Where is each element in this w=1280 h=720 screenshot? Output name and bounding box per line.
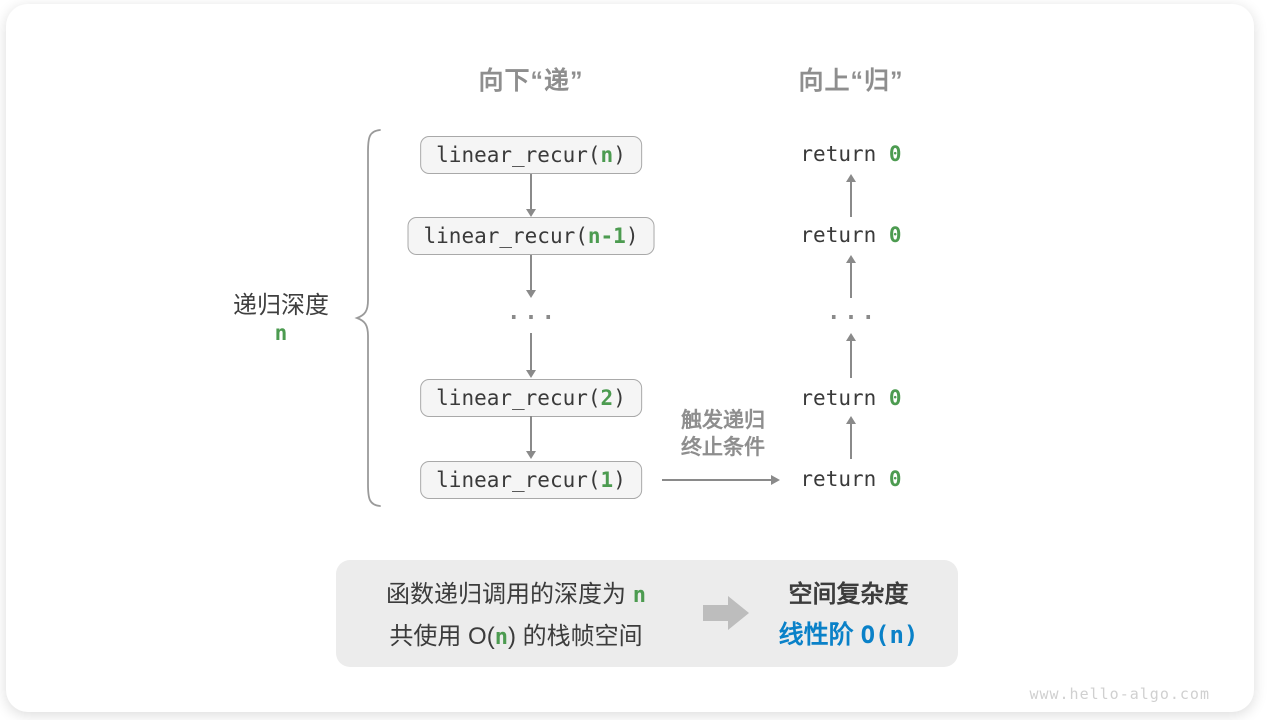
result-label: 线性阶 xyxy=(778,621,861,649)
call-box-n: linear_recur(n) xyxy=(420,136,642,174)
return-statement: return 0 xyxy=(800,385,901,411)
space-complexity-result: 线性阶 O(n) xyxy=(751,615,946,656)
summary-left-text: 函数递归调用的深度为 n 共使用 O(n) 的栈帧空间 xyxy=(346,574,686,658)
return-value: 0 xyxy=(888,386,902,410)
header-downward-recurse: 向下“递” xyxy=(478,67,584,95)
code-arg: n-1 xyxy=(587,224,626,248)
return-value: 0 xyxy=(888,467,902,491)
up-arrow xyxy=(846,416,856,459)
code-text: linear_recur( xyxy=(436,386,601,410)
summary-line1-text: 函数递归调用的深度为 xyxy=(386,581,633,608)
return-value: 0 xyxy=(888,142,902,166)
ellipsis-left: ... xyxy=(507,300,559,325)
code-text: return xyxy=(800,142,889,166)
header-upward-return: 向上“归” xyxy=(798,67,904,95)
call-box-2: linear_recur(2) xyxy=(420,379,642,417)
summary-line2: 共使用 O(n) 的栈帧空间 xyxy=(346,616,686,658)
call-box-1: linear_recur(1) xyxy=(420,461,642,499)
code-text: ) xyxy=(613,468,626,492)
code-text: return xyxy=(800,467,889,491)
summary-line2-pre: 共使用 O( xyxy=(389,623,495,650)
space-complexity-title: 空间复杂度 xyxy=(788,581,909,608)
code-text: ) xyxy=(625,224,639,248)
code-text: return xyxy=(800,386,889,410)
code-text: linear_recur( xyxy=(436,468,601,492)
down-arrow xyxy=(526,255,536,298)
up-arrow xyxy=(846,255,856,298)
return-statement: return 0 xyxy=(800,222,901,248)
summary-line2-var: n xyxy=(494,625,508,650)
diagram-card: 向下“递” 向上“归” 递归深度 n linear_recur(n) linea… xyxy=(6,4,1254,712)
summary-right-text: 空间复杂度 线性阶 O(n) xyxy=(751,574,946,656)
implies-arrow xyxy=(703,605,728,621)
depth-brace xyxy=(354,129,381,507)
depth-value: n xyxy=(274,321,288,345)
trigger-label-line2: 终止条件 xyxy=(681,436,765,459)
code-arg: n xyxy=(600,143,614,167)
right-arrow xyxy=(662,475,780,485)
down-arrow xyxy=(526,416,536,459)
code-text: linear_recur( xyxy=(436,143,601,167)
depth-label: 递归深度 xyxy=(233,292,329,319)
code-text: return xyxy=(800,223,889,247)
implies-arrow-head xyxy=(728,596,749,630)
summary-line1: 函数递归调用的深度为 n xyxy=(346,574,686,616)
up-arrow xyxy=(846,333,856,378)
call-box-n-1: linear_recur(n-1) xyxy=(407,217,655,255)
trigger-base-case-label: 触发递归 终止条件 xyxy=(656,407,790,461)
ellipsis-right: ... xyxy=(827,300,879,325)
code-text: ) xyxy=(613,143,626,167)
site-watermark: www.hello-algo.com xyxy=(1029,685,1210,703)
summary-line1-var: n xyxy=(632,583,646,608)
trigger-label-line1: 触发递归 xyxy=(681,409,765,432)
code-text: ) xyxy=(613,386,626,410)
down-arrow xyxy=(526,174,536,217)
code-arg: 2 xyxy=(600,386,614,410)
return-statement: return 0 xyxy=(800,466,901,492)
return-statement: return 0 xyxy=(800,141,901,167)
up-arrow xyxy=(846,174,856,217)
summary-panel xyxy=(336,560,958,667)
return-value: 0 xyxy=(888,223,902,247)
code-text: linear_recur( xyxy=(423,224,588,248)
down-arrow xyxy=(526,333,536,378)
summary-line2-post: ) 的栈帧空间 xyxy=(507,623,643,650)
code-arg: 1 xyxy=(600,468,614,492)
result-big-o: O(n) xyxy=(860,621,919,649)
